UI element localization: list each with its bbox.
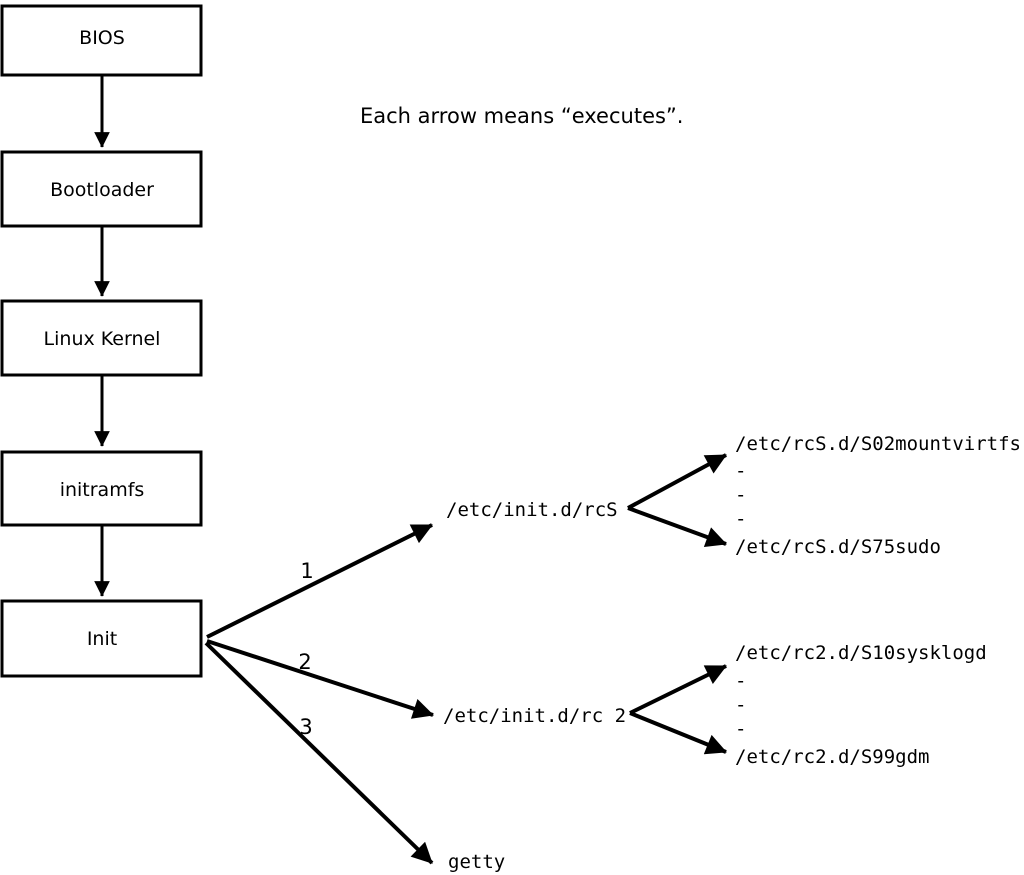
- rc2-target-label: /etc/init.d/rc 2: [443, 705, 626, 727]
- branch-3-order-label: 3: [299, 715, 312, 739]
- box-linux-kernel: [0, 299, 203, 377]
- arrow-rcs-to-first-script: [627, 453, 727, 510]
- rcs-script-last: /etc/rcS.d/S75sudo: [735, 536, 941, 558]
- box-bios: [0, 4, 203, 77]
- rc2-script-dash-2: -: [735, 694, 746, 716]
- rc2-script-last: /etc/rc2.d/S99gdm: [735, 746, 929, 768]
- legend-note: Each arrow means “executes”.: [360, 104, 683, 128]
- box-bootloader: [0, 150, 203, 228]
- box-linux-kernel-label: Linux Kernel: [44, 328, 161, 350]
- arrow-rc2-to-first-script: [629, 664, 727, 715]
- boot-chain: BIOS Bootloader Linux Kernel initramfs I…: [0, 4, 203, 678]
- branch-getty: 3 getty: [204, 641, 505, 873]
- box-init: [0, 599, 203, 678]
- rcs-script-dash-1: -: [735, 460, 746, 482]
- branch-1-order-label: 1: [300, 559, 313, 583]
- rcs-script-first: /etc/rcS.d/S02mountvirtfs: [735, 433, 1021, 455]
- arrow-rcs-to-last-script: [627, 506, 727, 547]
- branch-rc2: 2 /etc/init.d/rc 2 /etc/rc2.d/S10sysklog…: [206, 639, 987, 768]
- arrow-rc2-to-last-script: [629, 711, 727, 755]
- branch-rcs: 1 /etc/init.d/rcS /etc/rcS.d/S02mountvir…: [206, 433, 1021, 639]
- box-bootloader-label: Bootloader: [50, 179, 154, 201]
- arrow-init-to-rcs: [206, 523, 433, 639]
- box-initramfs: [0, 450, 203, 527]
- box-initramfs-label: initramfs: [60, 479, 145, 501]
- rc2-script-dash-3: -: [735, 718, 746, 740]
- arrow-init-to-getty: [204, 641, 434, 865]
- rc2-script-dash-1: -: [735, 670, 746, 692]
- arrow-init-to-rc2: [206, 639, 434, 719]
- branch-2-order-label: 2: [298, 650, 311, 674]
- rc2-script-first: /etc/rc2.d/S10sysklogd: [735, 642, 987, 664]
- box-init-label: Init: [87, 628, 117, 650]
- rcs-script-dash-2: -: [735, 484, 746, 506]
- getty-target-label: getty: [448, 851, 505, 873]
- rcs-script-dash-3: -: [735, 508, 746, 530]
- rcs-target-label: /etc/init.d/rcS: [446, 499, 618, 521]
- box-bios-label: BIOS: [79, 27, 125, 49]
